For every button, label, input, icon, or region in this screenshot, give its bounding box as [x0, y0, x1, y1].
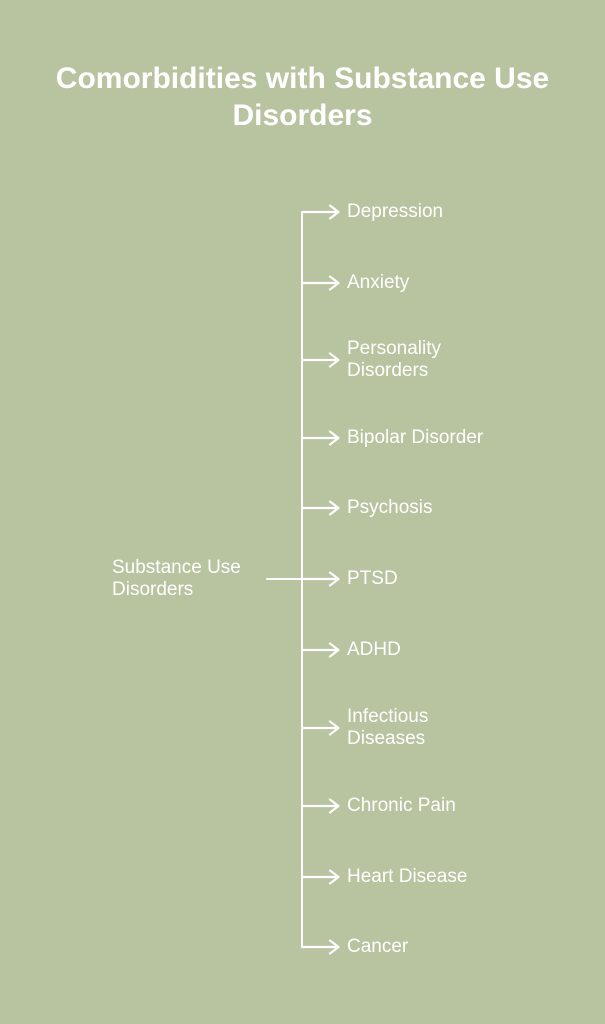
- branch-label: Cancer: [347, 936, 409, 957]
- branch-label: Bipolar Disorder: [347, 427, 484, 448]
- branch-bipolar-disorder: Bipolar Disorder: [301, 416, 502, 460]
- branch-psychosis: Psychosis: [301, 486, 502, 530]
- branch-label: Heart Disease: [347, 866, 468, 887]
- page-title: Comorbidities with Substance Use Disorde…: [55, 62, 550, 132]
- arrow-right-icon: [301, 352, 340, 368]
- branch-label: Infectious Diseases: [347, 706, 429, 749]
- arrow-right-icon: [301, 204, 340, 220]
- root-node-label: Substance Use Disorders: [112, 557, 241, 600]
- branch-infectious-diseases: Infectious Diseases: [301, 706, 502, 750]
- arrow-right-icon: [301, 571, 340, 587]
- branch-personality-disorders: Personality Disorders: [301, 338, 502, 382]
- branch-adhd: ADHD: [301, 628, 502, 672]
- root-connector-line: [266, 578, 302, 580]
- branch-cancer: Cancer: [301, 925, 502, 969]
- arrow-right-icon: [301, 430, 340, 446]
- arrow-right-icon: [301, 869, 340, 885]
- branch-label: Depression: [347, 201, 444, 222]
- arrow-right-icon: [301, 642, 340, 658]
- branch-label: Personality Disorders: [347, 338, 441, 381]
- branch-label: ADHD: [347, 639, 401, 660]
- arrow-right-icon: [301, 720, 340, 736]
- arrow-right-icon: [301, 275, 340, 291]
- branch-ptsd: PTSD: [301, 557, 502, 601]
- branch-heart-disease: Heart Disease: [301, 855, 502, 899]
- branch-label: PTSD: [347, 568, 398, 589]
- branch-label: Chronic Pain: [347, 795, 456, 816]
- branch-anxiety: Anxiety: [301, 261, 502, 305]
- root-node-substance-use-disorders: Substance Use Disorders: [112, 557, 262, 601]
- branch-chronic-pain: Chronic Pain: [301, 784, 502, 828]
- branch-depression: Depression: [301, 190, 502, 234]
- branch-label: Anxiety: [347, 272, 410, 293]
- branch-label: Psychosis: [347, 497, 433, 518]
- arrow-right-icon: [301, 500, 340, 516]
- arrow-right-icon: [301, 798, 340, 814]
- arrow-right-icon: [301, 939, 340, 955]
